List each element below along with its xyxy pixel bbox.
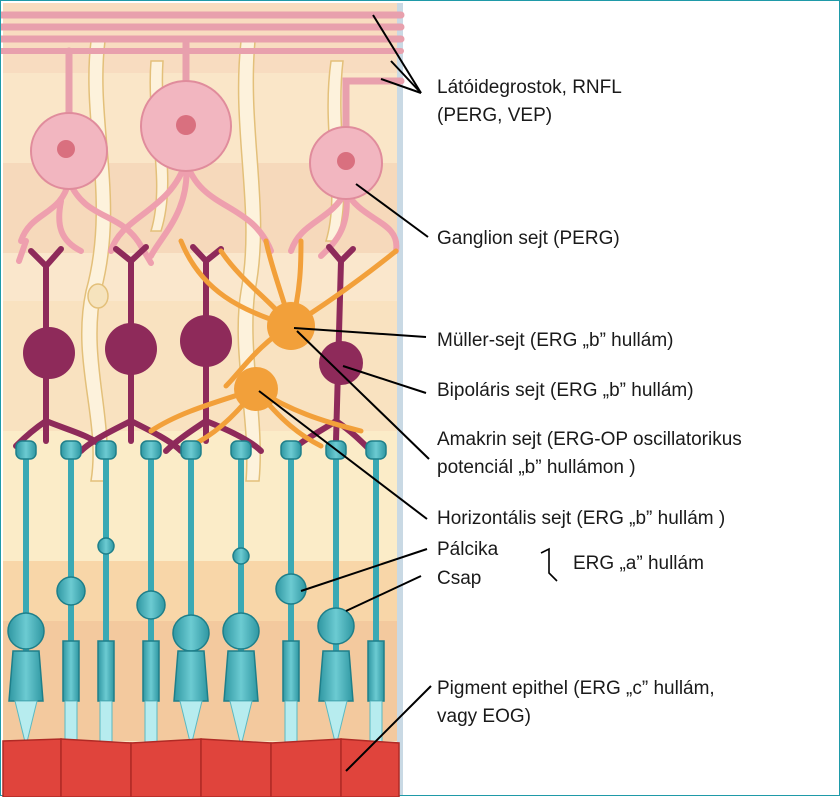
pigment-epithelium (3, 739, 399, 797)
label-rod: Pálcika (437, 538, 498, 562)
label-ganglion-cell: Ganglion sejt (PERG) (437, 227, 620, 251)
label-rpe-line2: vagy EOG) (437, 705, 531, 729)
label-rnfl-line1: Látóidegrostok, RNFL (437, 76, 622, 100)
label-rpe-line1: Pigment epithel (ERG „c” hullám, (437, 677, 715, 701)
label-a-wave: ERG „a” hullám (573, 552, 704, 576)
label-cone: Csap (437, 567, 481, 591)
label-bipolar-cell: Bipoláris sejt (ERG „b” hullám) (437, 379, 694, 403)
label-muller-cell: Müller-sejt (ERG „b” hullám) (437, 329, 673, 353)
label-amacrine-line2: potenciál „b” hullámon ) (437, 456, 636, 480)
label-horizontal-cell: Horizontális sejt (ERG „b” hullám ) (437, 507, 725, 531)
label-rnfl-line2: (PERG, VEP) (437, 104, 552, 128)
label-amacrine-line1: Amakrin sejt (ERG-OP oscillatorikus (437, 428, 742, 452)
